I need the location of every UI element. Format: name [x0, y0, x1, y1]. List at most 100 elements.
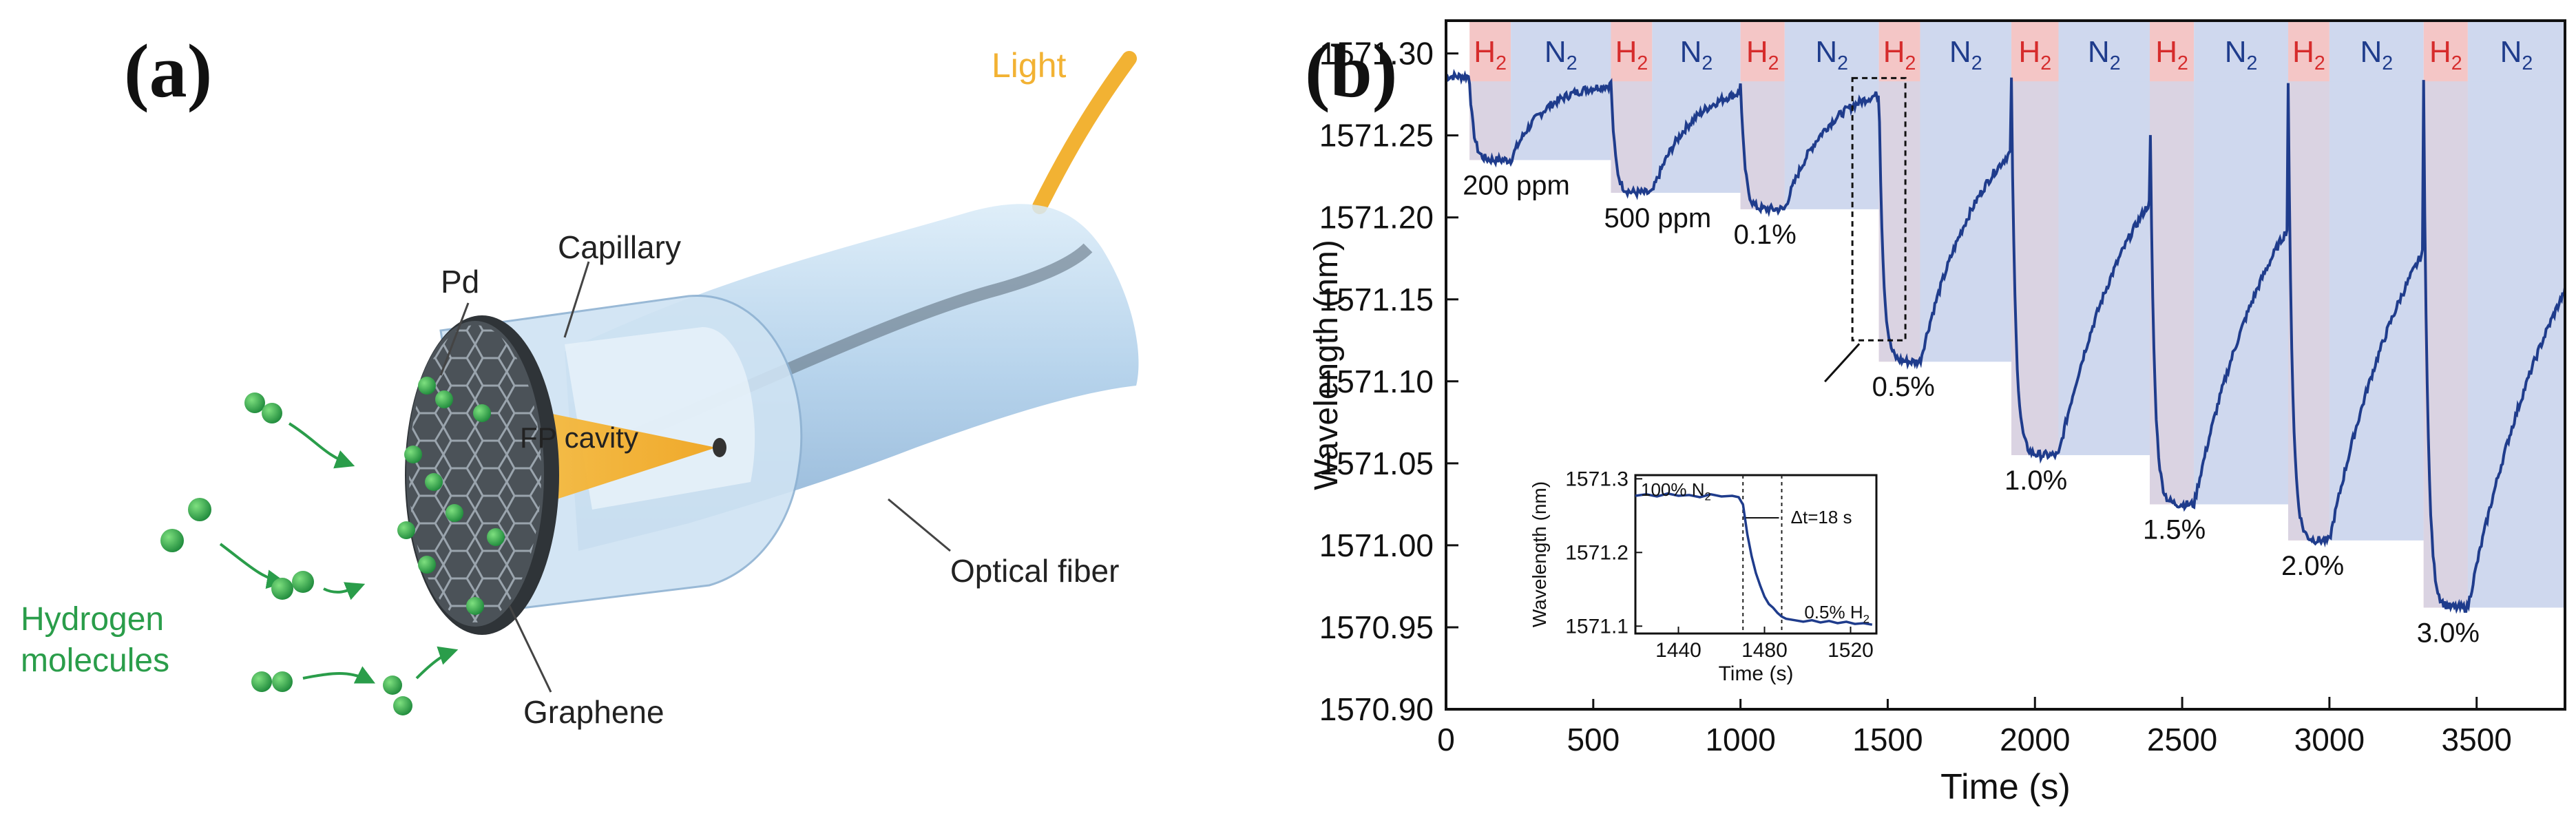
graphene-leader	[508, 605, 552, 693]
x-tick-label: 3000	[2294, 722, 2365, 757]
concentration-label: 500 ppm	[1604, 203, 1711, 233]
concentration-label: 3.0%	[2417, 618, 2480, 648]
h2-band-label: H2	[2018, 35, 2051, 74]
hydrogen-label-line2: molecules	[21, 642, 169, 679]
y-tick-label: 1571.15	[1319, 282, 1434, 317]
y-tick-label: 1571.25	[1319, 118, 1434, 154]
n2-band-label: N2	[1544, 35, 1578, 74]
inset-y-tick-label: 1571.2	[1565, 541, 1629, 564]
wavelength-chart: (b) H2 N2 H2 N2 H2 N2 H2 N2 H2 N2 H2 N2 H2 N2 H2 N2 200…	[1305, 19, 2566, 807]
inset-x-tick-label: 1480	[1741, 639, 1788, 662]
concentration-step	[2011, 81, 2150, 455]
inset-series-line	[1635, 492, 1873, 626]
x-tick-label: 1000	[1705, 722, 1775, 757]
inset-y-tick-label: 1571.1	[1565, 615, 1629, 638]
y-tick-label: 1571.05	[1319, 446, 1434, 481]
concentration-step	[1878, 81, 2012, 362]
light-label: Light	[992, 46, 1067, 85]
y-tick-label: 1570.90	[1319, 691, 1434, 727]
x-tick-label: 500	[1567, 722, 1620, 757]
n2-band-label: N2	[2225, 35, 2258, 74]
capillary-label: Capillary	[558, 229, 681, 265]
n2-band-label: N2	[1949, 35, 1982, 74]
n2-band-label: N2	[1680, 35, 1713, 74]
inset-dt-annotation: Δt=18 s	[1791, 507, 1852, 527]
concentration-step	[1469, 81, 1611, 160]
n2-band-label: N2	[1815, 35, 1848, 74]
panel-a: (a) Light Pd Capillary FP cavity Optical…	[0, 0, 1288, 824]
x-tick-label: 0	[1437, 722, 1455, 757]
light-strand	[1032, 51, 1137, 214]
inset-y-tick-label: 1571.3	[1565, 468, 1629, 490]
concentration-labels: 200 ppm 500 ppm 0.1% 0.5% 1.0% 1.5% 2.0% 3.0%	[1463, 170, 2480, 648]
n2-band-label: N2	[2088, 35, 2121, 74]
concentration-label: 2.0%	[2281, 551, 2344, 581]
h2-band-label: H2	[2292, 35, 2325, 74]
inset-x-tick-label: 1520	[1828, 639, 1874, 662]
n2-band-label: N2	[2360, 35, 2393, 74]
inset-x-tick-label: 1440	[1655, 639, 1701, 662]
concentration-steps	[1469, 81, 2565, 608]
concentration-step	[2150, 81, 2289, 505]
fiber-tip	[713, 438, 726, 457]
concentration-label: 200 ppm	[1463, 170, 1570, 200]
h2-band-label: H2	[1883, 35, 1916, 74]
inset-y-axis-label: Wavelength (nm)	[1529, 481, 1550, 627]
zoom-box	[1851, 76, 1907, 342]
panel-b-label: (b)	[1305, 29, 1397, 113]
x-tick-label: 1500	[1852, 722, 1923, 757]
x-tick-label: 2500	[2147, 722, 2217, 757]
hydrogen-molecule	[383, 676, 412, 715]
concentration-label: 1.0%	[2004, 465, 2067, 496]
hydrogen-molecule	[271, 571, 314, 600]
x-tick-label: 2000	[2000, 722, 2070, 757]
fp-cavity-label: FP cavity	[520, 421, 638, 454]
y-tick-label: 1570.95	[1319, 609, 1434, 645]
highlight-box	[1824, 76, 1907, 383]
h2-band-label: H2	[1474, 35, 1507, 74]
h2-band-label: H2	[1615, 35, 1648, 74]
hydrogen-molecule	[251, 671, 293, 692]
plot-frame	[1445, 19, 2566, 711]
h2-band-label: H2	[2429, 35, 2462, 74]
y-tick-label: 1571.20	[1319, 200, 1434, 235]
y-tick-label: 1571.00	[1319, 527, 1434, 563]
x-tick-label: 3500	[2442, 722, 2512, 757]
graphene-label: Graphene	[523, 694, 664, 730]
pd-label: Pd	[441, 264, 479, 300]
y-axis-label: Wavelength (nm)	[1308, 240, 1345, 490]
inset-h2-annotation: 0.5% H2	[1804, 602, 1870, 626]
inset-frame	[1634, 474, 1878, 635]
inset-x-axis-label: Time (s)	[1719, 662, 1794, 685]
hydrogen-label-line1: Hydrogen	[21, 601, 164, 638]
main-series-line	[1445, 68, 2566, 614]
pd-leader	[439, 302, 470, 376]
sensor-illustration: (a) Light Pd Capillary FP cavity Optical…	[21, 29, 1139, 730]
main-axes: 0 500 1000 1500 2000 2500 3000 3500 1570.90 1570.…	[1319, 19, 2566, 757]
y-tick-label: 1571.10	[1319, 364, 1434, 399]
concentration-step	[2288, 81, 2424, 541]
main-series	[1445, 68, 2566, 614]
gas-band-labels: H2 N2 H2 N2 H2 N2 H2 N2 H2 N2 H2 N2 H2 N2 H2 N2	[1474, 35, 2533, 74]
capillary-leader	[563, 261, 590, 338]
adsorbed-hydrogen	[397, 377, 505, 615]
concentration-label: 1.5%	[2143, 514, 2206, 545]
h2-band-label: H2	[2155, 35, 2188, 74]
hydrogen-molecules	[160, 377, 505, 715]
optical-fiber-label: Optical fiber	[950, 553, 1119, 589]
concentration-label: 0.1%	[1734, 220, 1797, 250]
concentration-label: 0.5%	[1872, 372, 1935, 402]
n2-band-label: N2	[2500, 35, 2533, 74]
zoom-arrow	[1824, 343, 1861, 383]
h2-band-label: H2	[1746, 35, 1779, 74]
x-axis-label: Time (s)	[1940, 767, 2071, 807]
graphene-lattice	[409, 325, 541, 622]
hydrogen-molecule	[244, 392, 282, 423]
panel-b: (b) H2 N2 H2 N2 H2 N2 H2 N2 H2 N2 H2 N2 H2 N2 H2 N2 200…	[1288, 0, 2576, 824]
panel-a-label: (a)	[124, 29, 212, 113]
hydrogen-molecule	[160, 498, 211, 552]
inset-n2-annotation: 100% N2	[1641, 479, 1711, 503]
y-tick-label: 1571.30	[1319, 36, 1434, 72]
concentration-step	[2423, 81, 2565, 608]
